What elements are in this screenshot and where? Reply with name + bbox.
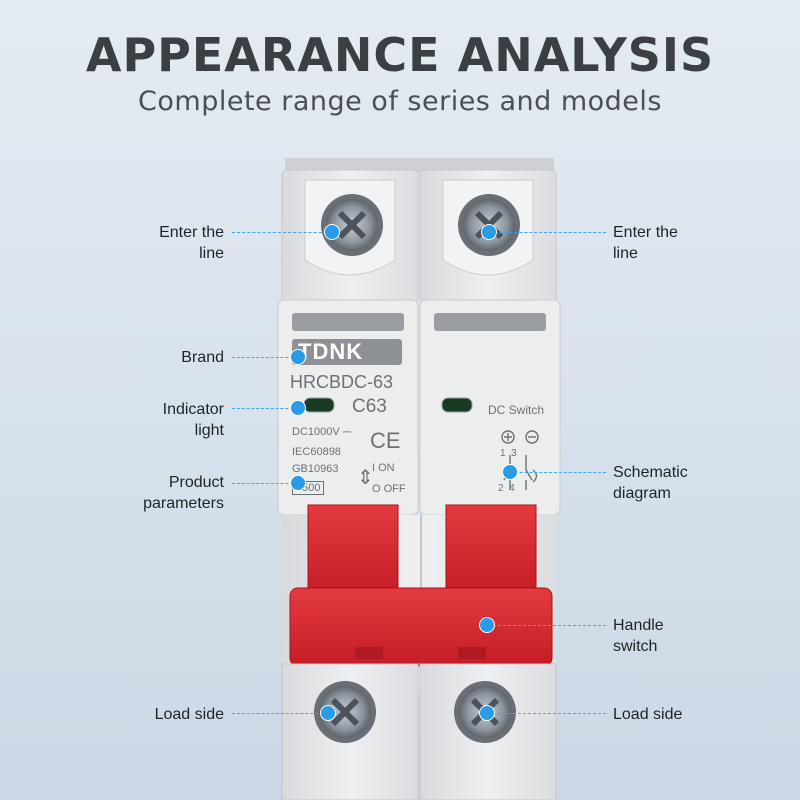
callout-dot-handle	[479, 617, 495, 633]
brand-logo-text: TDNK	[298, 339, 364, 364]
model-text: HRCBDC-63	[290, 372, 394, 392]
callout-line-handle	[488, 625, 606, 626]
off-label: O OFF	[372, 483, 406, 495]
terminal-top-numbers: 1 3	[500, 448, 517, 459]
callout-line-schematic	[510, 472, 606, 473]
label-brand: Brand	[181, 349, 224, 366]
callout-line-load-right	[488, 713, 606, 714]
label-enter-line-right: Enter the line	[613, 224, 678, 262]
callout-line-indicator	[232, 408, 298, 409]
screw-top-left	[321, 194, 383, 256]
indicator-window-left	[303, 397, 335, 413]
on-off-arrow-icon: ⇕	[357, 467, 374, 489]
callout-dot-schematic	[502, 464, 518, 480]
terminal-bottom-numbers: 2 4	[498, 483, 515, 494]
label-indicator-light: Indicator light	[162, 401, 224, 439]
page-subtitle: Complete range of series and models	[138, 86, 662, 117]
on-label: I ON	[372, 462, 395, 474]
callout-dot-enter-line-right	[481, 224, 497, 240]
handle-switch-bar	[289, 587, 553, 667]
label-handle-switch: Handle switch	[613, 617, 664, 655]
callout-dot-brand	[290, 349, 306, 365]
callout-dot-load-right	[479, 705, 495, 721]
label-load-side-left: Load side	[154, 706, 224, 723]
screw-bottom-left	[314, 681, 376, 743]
handle-lever-left	[307, 504, 399, 596]
label-enter-line-left: Enter the line	[159, 224, 224, 262]
callout-dot-enter-line-left	[324, 224, 340, 240]
callout-dot-parameters	[290, 475, 306, 491]
label-load-side-right: Load side	[613, 706, 683, 723]
page-title: APPEARANCE ANALYSIS	[85, 28, 715, 82]
callout-line-load-left	[232, 713, 328, 714]
label-product-parameters: Product parameters	[143, 474, 224, 512]
callout-dot-load-left	[320, 705, 336, 721]
handle-lever-right	[445, 504, 537, 596]
standard-2-text: GB10963	[292, 463, 339, 475]
dc-voltage-text: DC1000V ⎓	[292, 426, 352, 438]
label-schematic-diagram: Schematic diagram	[613, 464, 688, 502]
switch-type-text: DC Switch	[488, 403, 545, 417]
callout-line-parameters	[232, 483, 298, 484]
indicator-window-right	[441, 397, 473, 413]
callout-line-brand	[232, 357, 298, 358]
callout-line-enter-line-left	[232, 232, 332, 233]
ce-mark: CE	[370, 428, 401, 453]
standard-1-text: IEC60898	[292, 446, 341, 458]
callout-line-enter-line-right	[490, 232, 606, 233]
callout-dot-indicator	[290, 400, 306, 416]
rating-text: C63	[352, 396, 387, 417]
